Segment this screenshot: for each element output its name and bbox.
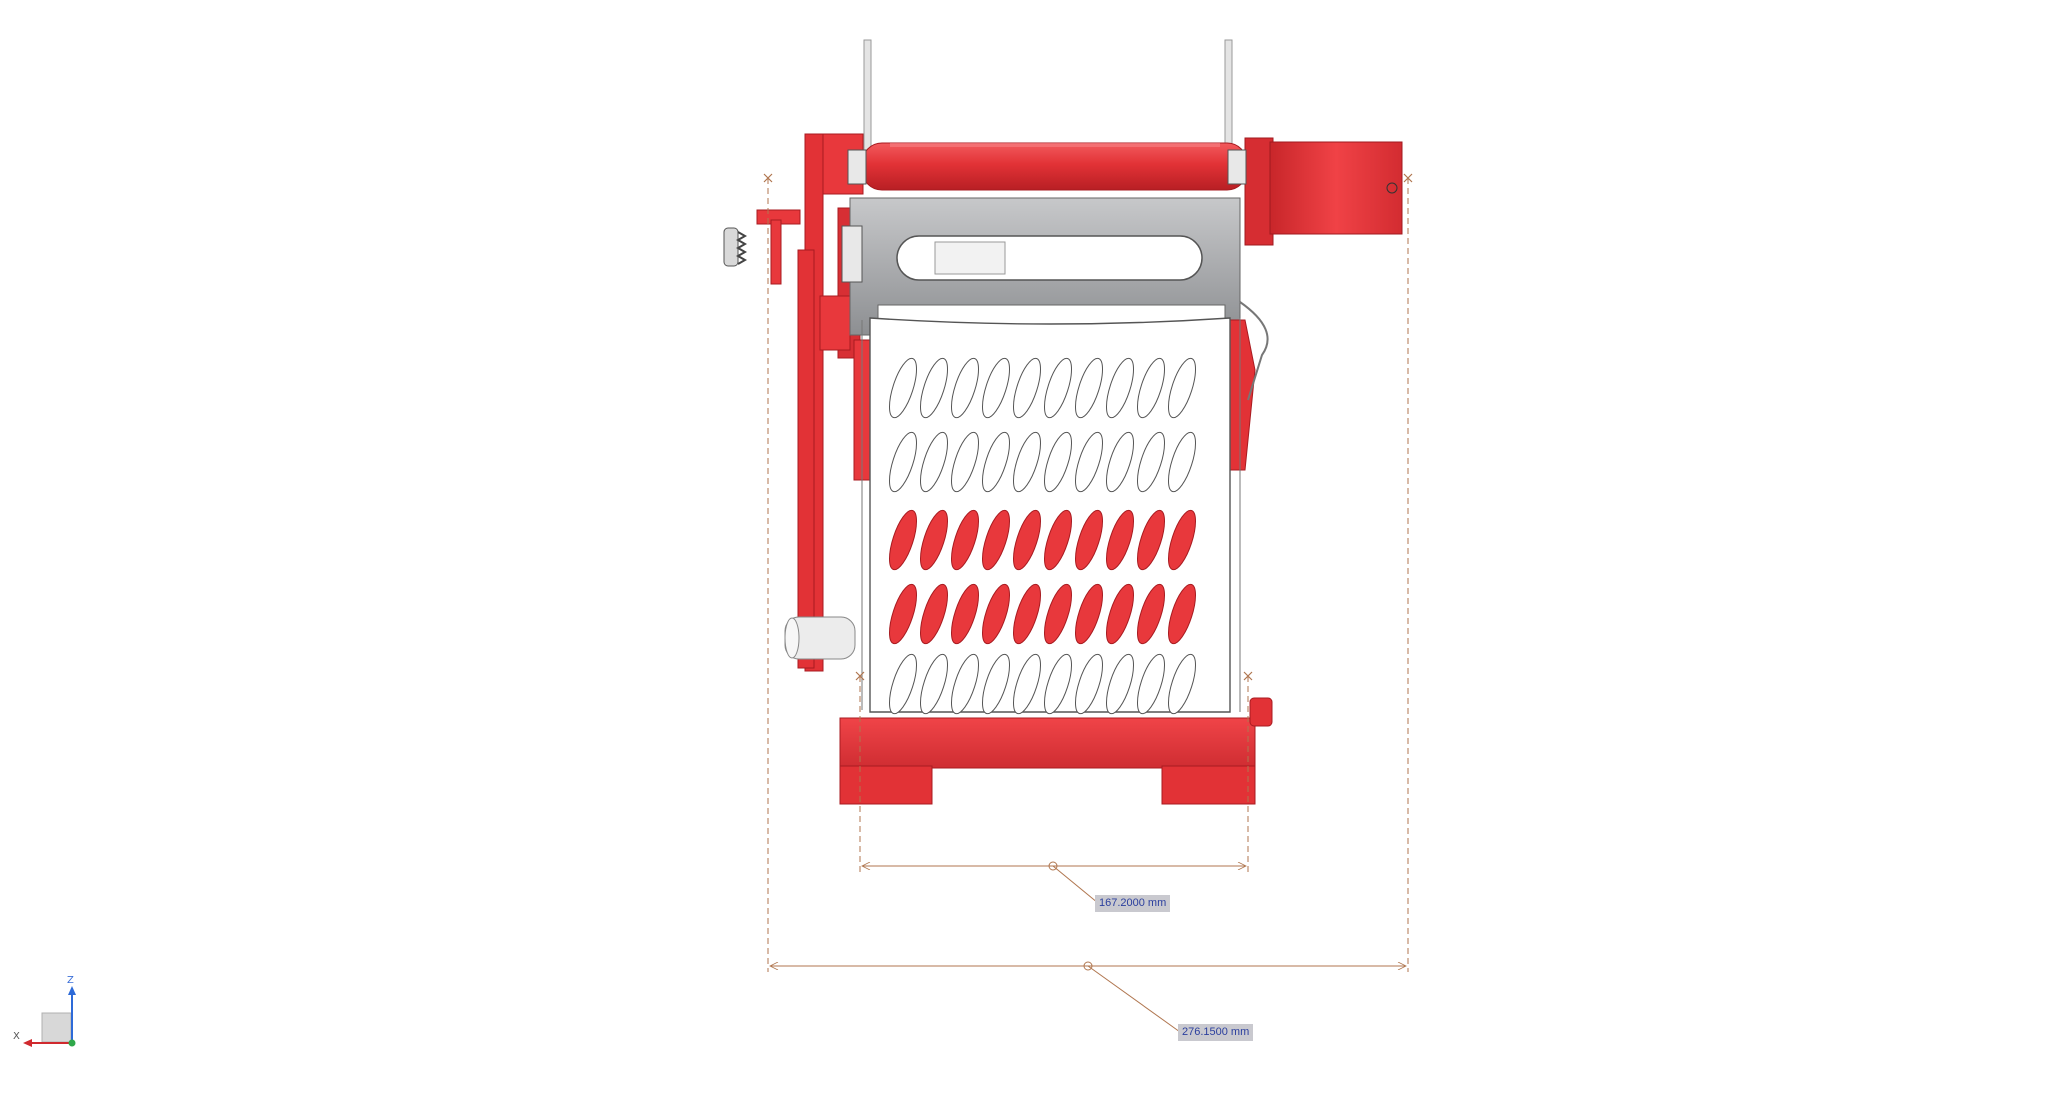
- drum-hole: [920, 653, 948, 715]
- drum-hole: [982, 509, 1010, 571]
- outer-width-dimension-label[interactable]: 276.1500 mm: [1178, 1024, 1254, 1041]
- drum-hole: [951, 509, 979, 571]
- drum-hole: [1168, 357, 1196, 419]
- drum-hole: [889, 509, 917, 571]
- drum-hole: [1106, 653, 1134, 715]
- drum-hole: [1044, 653, 1072, 715]
- drum-hole: [920, 357, 948, 419]
- guide-rods[interactable]: [863, 39, 1233, 161]
- drum-hole: [1168, 653, 1196, 715]
- drum-hole: [951, 431, 979, 493]
- drum-hole: [1168, 583, 1196, 645]
- drum-hole: [920, 509, 948, 571]
- drum-hole: [951, 583, 979, 645]
- drum-hole: [982, 431, 1010, 493]
- drum-hole: [889, 653, 917, 715]
- drum-hole: [1075, 653, 1103, 715]
- drum-hole: [982, 583, 1010, 645]
- x-axis-label: X: [13, 1031, 20, 1042]
- dimension-arrow-icon[interactable]: [862, 861, 1246, 904]
- z-axis-label: Z: [67, 975, 74, 986]
- base-block[interactable]: [839, 697, 1273, 805]
- dimension-end-marks: [763, 173, 1413, 681]
- dimension-outer[interactable]: [767, 178, 1409, 972]
- drum-holes: [889, 357, 1196, 715]
- side-lever[interactable]: [784, 249, 856, 669]
- top-roller[interactable]: [861, 142, 1248, 191]
- drum-hole: [1013, 653, 1041, 715]
- drum-hole: [1137, 509, 1165, 571]
- dimension-inner[interactable]: [859, 676, 1249, 876]
- drum-hole: [1075, 509, 1103, 571]
- right-side-plate[interactable]: [1224, 301, 1269, 471]
- dimension-outer-arrow-icon[interactable]: [770, 961, 1406, 1033]
- inner-width-dimension-label[interactable]: 167.2000 mm: [1095, 895, 1171, 912]
- drum-hole: [1106, 357, 1134, 419]
- drum-hole: [1013, 431, 1041, 493]
- crank-handle[interactable]: [723, 209, 801, 285]
- drum-hole: [920, 431, 948, 493]
- knurled-knob-icon[interactable]: [723, 227, 748, 267]
- motor-cylinder[interactable]: [1244, 137, 1403, 246]
- drum-hole: [951, 357, 979, 419]
- drum-hole: [1013, 509, 1041, 571]
- perforated-drum[interactable]: [861, 317, 1241, 717]
- triad-icon[interactable]: [23, 986, 76, 1047]
- drum-hole: [1137, 431, 1165, 493]
- drum-hole: [1168, 431, 1196, 493]
- drum-hole: [1044, 583, 1072, 645]
- drum-hole: [889, 583, 917, 645]
- drum-hole: [920, 583, 948, 645]
- drum-hole: [1013, 357, 1041, 419]
- drum-hole: [1168, 509, 1196, 571]
- drum-hole: [982, 357, 1010, 419]
- frame-bracket[interactable]: [849, 197, 1241, 336]
- drum-hole: [1075, 583, 1103, 645]
- drum-hole: [1106, 509, 1134, 571]
- drum-hole: [951, 653, 979, 715]
- drum-hole: [1137, 357, 1165, 419]
- drum-hole: [1044, 357, 1072, 419]
- frame-bolts[interactable]: [841, 149, 1247, 283]
- drum-hole: [1075, 357, 1103, 419]
- drum-hole: [889, 431, 917, 493]
- drum-hole: [1106, 431, 1134, 493]
- drum-hole: [1013, 583, 1041, 645]
- drum-hole: [1044, 509, 1072, 571]
- drum-hole: [889, 357, 917, 419]
- drum-hole: [1075, 431, 1103, 493]
- drum-hole: [982, 653, 1010, 715]
- drum-hole: [1106, 583, 1134, 645]
- drum-hole: [1137, 653, 1165, 715]
- drum-hole: [1137, 583, 1165, 645]
- drum-hole: [1044, 431, 1072, 493]
